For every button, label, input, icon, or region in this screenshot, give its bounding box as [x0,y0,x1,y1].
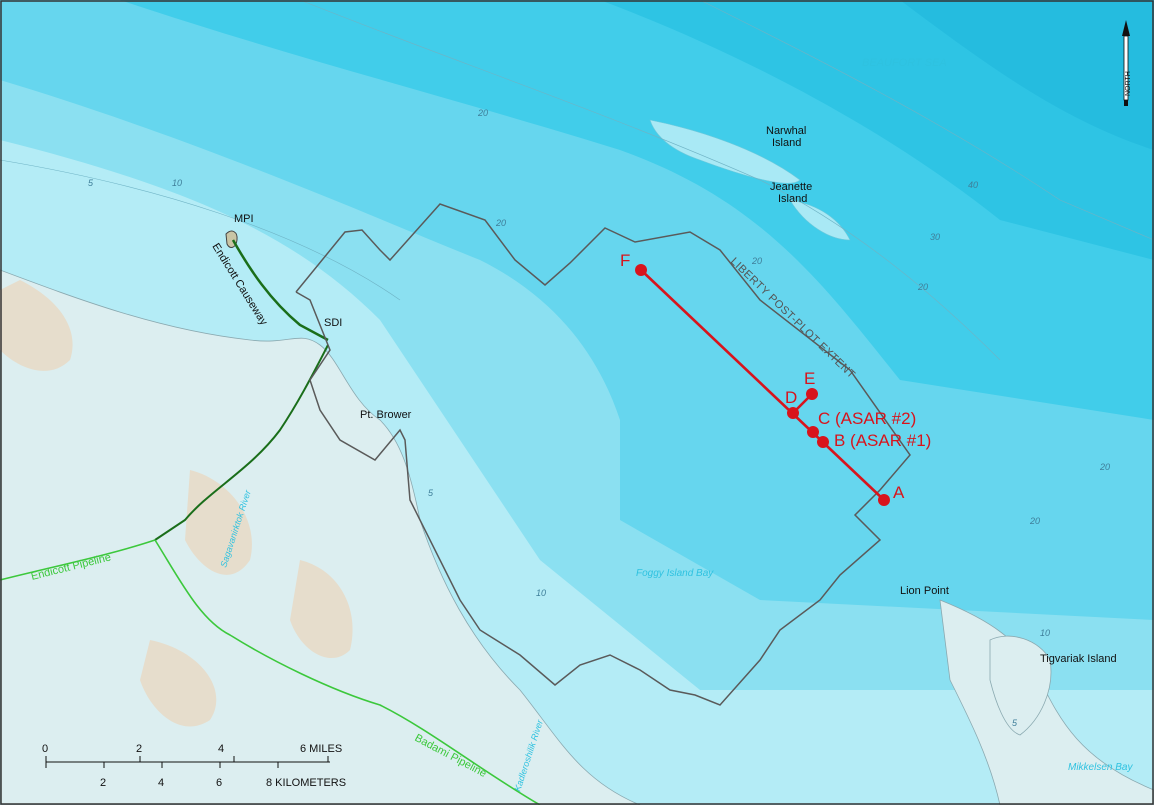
depth-label: 40 [968,180,978,190]
land-tundra-patch-4 [290,560,353,659]
point-d-label: D [785,388,797,407]
north-arrow-icon [1122,20,1130,106]
scale-miles-tick: 2 [136,743,142,755]
depth-label: 20 [1029,516,1040,526]
transect-line [640,269,885,501]
jeanette-island-label-line1: Jeanette [770,181,812,193]
point-b-marker[interactable] [817,436,829,448]
narwhal-island-shape [649,119,801,184]
scale-km-tick: 4 [158,777,164,789]
depth-label: 5 [88,178,94,188]
point-a-label: A [893,483,905,502]
mpi-label: MPI [234,213,254,225]
depth-label: 20 [751,256,762,266]
depth-label: 5 [1012,718,1018,728]
point-c-label: C (ASAR #2) [818,409,916,428]
depth-label: 10 [1040,628,1050,638]
land-tundra-patch-2 [185,470,252,575]
jeanette-island-shape [789,199,851,241]
scale-miles-tick: 4 [218,743,224,755]
sdi-label: SDI [324,317,342,329]
depth-label: 10 [536,588,546,598]
depth-label: 20 [495,218,506,228]
scale-bar [45,756,330,768]
lion-point-label: Lion Point [900,585,949,597]
depth-label: 5 [428,488,434,498]
scale-miles-tick: 0 [42,743,48,755]
depth-label: 30 [930,232,940,242]
point-f-label: F [620,251,630,270]
beaufort-sea-label: BEAUFORT SEA [862,57,947,69]
point-a-marker[interactable] [878,494,890,506]
scale-miles-tick: 6 MILES [300,743,342,755]
endicott-pipeline-dark [154,344,329,541]
point-c-marker[interactable] [807,426,819,438]
point-d-marker[interactable] [787,407,799,419]
land-tundra-patch-3 [140,640,217,727]
depth-label: 20 [477,108,488,118]
north-label: NORTH [1125,71,1132,96]
badami-pipeline-line [154,539,541,805]
scale-km-tick: 2 [100,777,106,789]
contour-line-1 [0,159,401,301]
scale-km-tick: 6 [216,777,222,789]
contour-line-3 [699,0,1154,241]
point-e-marker[interactable] [806,388,818,400]
scale-km-tick: 8 KILOMETERS [266,777,346,789]
liberty-post-plot-extent-boundary [295,203,911,706]
mikkelsen-bay-label: Mikkelsen Bay [1068,762,1133,773]
point-b-label: B (ASAR #1) [834,431,931,450]
depth-label: 10 [172,178,182,188]
contour-line-2 [299,0,1001,361]
pt-brower-label: Pt. Brower [360,409,412,421]
narwhal-island-label-line1: Narwhal [766,125,806,137]
foggy-island-bay-label: Foggy Island Bay [636,568,714,579]
point-f-marker[interactable] [635,264,647,276]
tigvariak-island-shape [989,635,1052,736]
endicott-causeway-line [231,239,329,342]
narwhal-island-label-line2: Island [772,137,801,149]
tigvariak-island-label: Tigvariak Island [1040,653,1117,665]
land-tundra-patch-1 [0,280,73,371]
point-e-label: E [804,369,815,388]
depth-label: 20 [1099,462,1110,472]
depth-label: 20 [917,282,928,292]
water-depth-40 [900,0,1154,150]
jeanette-island-label-line2: Island [778,193,807,205]
endicott-pipeline-line [0,539,156,581]
